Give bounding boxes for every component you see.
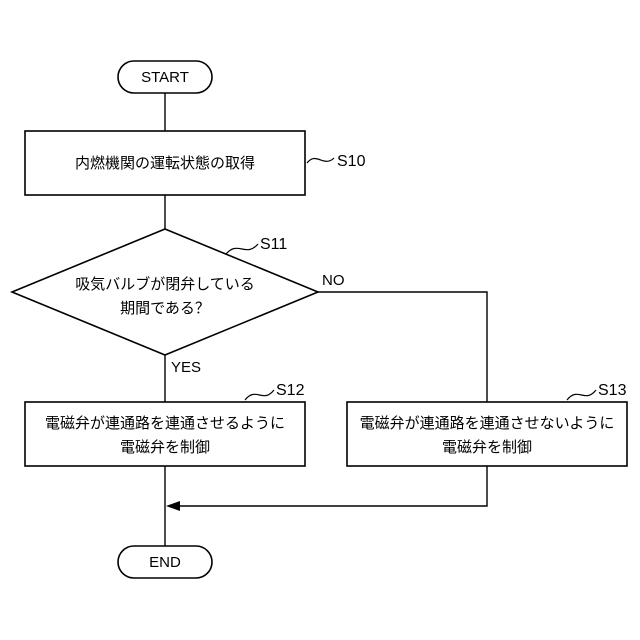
s12-line-2: 電磁弁を制御 xyxy=(120,438,210,456)
merge-arrowhead xyxy=(166,501,180,511)
edge-s11-no-to-s13 xyxy=(318,292,487,402)
s11-line-1: 吸気バルブが閉弁している xyxy=(75,275,255,293)
s13-line-1: 電磁弁が連通路を連通させないように xyxy=(360,414,615,432)
process-s12: 電磁弁が連通路を連通させるように 電磁弁を制御 xyxy=(25,402,305,466)
s10-text: 内燃機関の運転状態の取得 xyxy=(75,154,255,172)
branch-yes-label: YES xyxy=(171,359,201,376)
s12-step-id: S12 xyxy=(276,382,305,399)
process-s10: 内燃機関の運転状態の取得 xyxy=(25,131,305,195)
end-terminal: END xyxy=(118,546,212,578)
branch-no-label: NO xyxy=(322,272,345,289)
s10-step-id: S10 xyxy=(337,153,366,170)
process-s13: 電磁弁が連通路を連通させないように 電磁弁を制御 xyxy=(347,402,627,466)
s12-line-1: 電磁弁が連通路を連通させるように xyxy=(45,414,285,432)
s10-leader xyxy=(307,158,334,163)
start-terminal: START xyxy=(118,61,212,93)
edge-s13-merge xyxy=(178,466,487,506)
s11-line-2: 期間である？ xyxy=(120,299,210,317)
s13-line-2: 電磁弁を制御 xyxy=(442,438,532,456)
end-label: END xyxy=(149,554,181,571)
s11-leader xyxy=(226,244,258,254)
s13-leader xyxy=(567,390,596,400)
s12-leader xyxy=(245,390,274,400)
s13-step-id: S13 xyxy=(598,382,627,399)
start-label: START xyxy=(141,69,189,86)
s11-step-id: S11 xyxy=(260,236,287,253)
